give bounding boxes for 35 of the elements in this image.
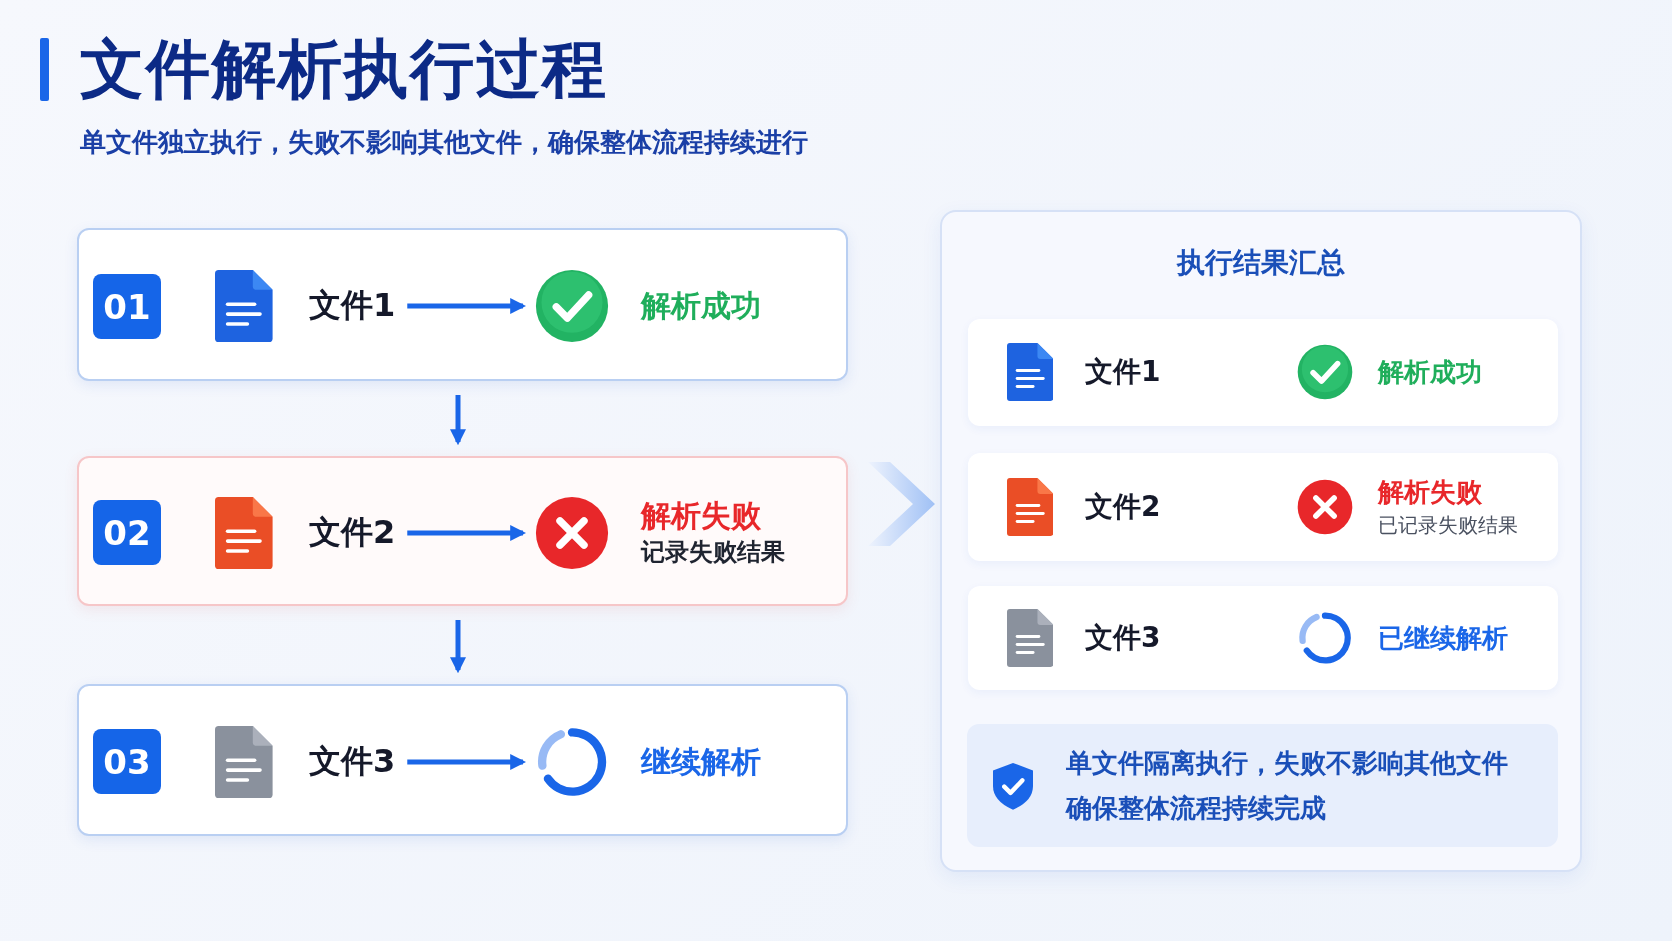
status-text: 解析失败: [1378, 476, 1483, 510]
step-number-badge: 03: [93, 729, 161, 794]
note-box: [967, 724, 1558, 847]
status-text: 解析成功: [641, 286, 761, 325]
arrow: [407, 525, 527, 541]
file-name: 文件1: [1085, 354, 1161, 390]
result-row: [968, 453, 1558, 561]
chevron-arrow: [868, 462, 935, 546]
note-text: 单文件隔离执行，失败不影响其他文件确保整体流程持续完成: [1066, 746, 1509, 825]
title: 文件解析执行过程: [80, 31, 608, 108]
result-row: [968, 586, 1558, 690]
file-name: 文件2: [309, 512, 396, 553]
step-card: [77, 684, 848, 836]
arrow: [450, 620, 466, 674]
summary-panel: [940, 210, 1582, 872]
arrow: [450, 395, 466, 446]
file-name: 文件1: [309, 285, 396, 326]
result-row: [968, 319, 1558, 426]
file-name: 文件3: [1085, 620, 1161, 656]
step-number-badge: 02: [93, 500, 161, 565]
status-note: 已记录失败结果: [1378, 511, 1518, 539]
status-text: 解析失败: [641, 496, 762, 535]
arrow: [407, 298, 527, 314]
file-name: 文件3: [309, 741, 396, 782]
status-text: 解析成功: [1378, 355, 1482, 389]
status-text: 已继续解析: [1378, 621, 1508, 655]
status-text: 继续解析: [641, 742, 761, 781]
step-number-badge: 01: [93, 274, 161, 339]
subtitle: 单文件独立执行，失败不影响其他文件，确保整体流程持续进行: [80, 126, 808, 159]
step-card: [77, 456, 848, 606]
file-name: 文件2: [1085, 489, 1161, 525]
arrow: [407, 754, 527, 770]
panel-title: 执行结果汇总: [1177, 245, 1345, 281]
status-note: 记录失败结果: [641, 537, 785, 569]
step-card: [77, 228, 848, 381]
